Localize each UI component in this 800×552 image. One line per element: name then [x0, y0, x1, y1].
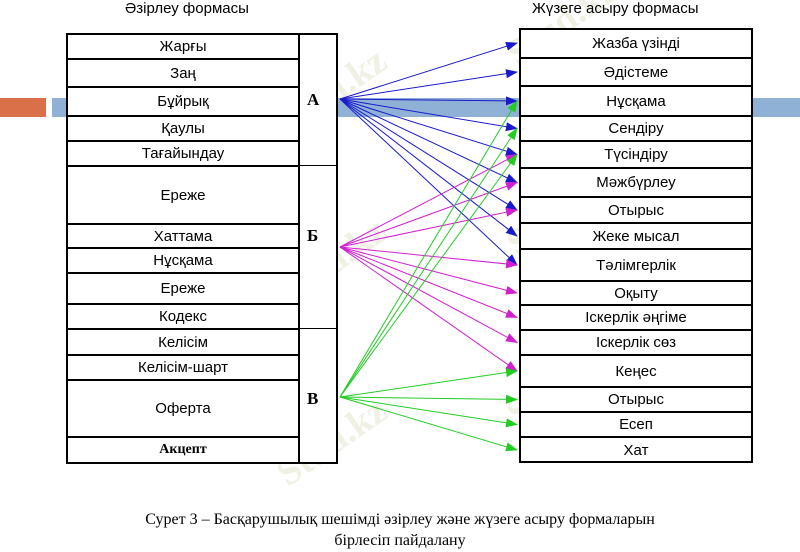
orange-band	[0, 98, 46, 117]
row-divider	[519, 354, 753, 356]
right-item: Отырыс	[608, 201, 664, 219]
row-divider	[519, 329, 753, 331]
group-label-b: Б	[307, 226, 319, 245]
row-divider	[519, 222, 753, 224]
arrow-group-1-to-12	[339, 246, 518, 372]
right-item: Жазба үзінді	[592, 34, 680, 52]
figure-caption-line-1: Сурет 3 – Басқарушылық шешімді әзірлеу ж…	[145, 511, 655, 528]
row-divider	[66, 328, 300, 330]
right-item: Кеңес	[615, 362, 657, 380]
row-divider	[66, 140, 300, 142]
row-divider	[519, 196, 753, 198]
arrow-group-2-to-3	[339, 127, 518, 398]
arrow-group-1-to-6	[339, 207, 518, 248]
row-divider	[519, 411, 753, 413]
left-item: Кодекс	[158, 308, 208, 325]
arrow-group-0-to-5	[339, 98, 518, 183]
left-item: Бұйрық	[157, 93, 209, 110]
row-divider	[66, 223, 300, 225]
row-divider	[66, 86, 300, 88]
right-item: Әдістеме	[603, 63, 669, 81]
arrow-group-2-to-4	[339, 153, 518, 398]
arrow-group-1-to-4	[339, 154, 518, 248]
left-item: Акцепт	[159, 442, 207, 457]
arrow-group-0-to-0	[339, 42, 518, 100]
left-item: Тағайындау	[141, 145, 225, 162]
row-divider	[519, 436, 753, 438]
right-item: Есеп	[619, 416, 653, 433]
row-divider	[66, 272, 300, 274]
row-divider	[519, 386, 753, 388]
row-divider	[519, 167, 753, 169]
arrow-group-1-to-11	[339, 246, 518, 343]
right-item: Отырыс	[608, 391, 664, 408]
arrow-group-1-to-9	[339, 246, 518, 295]
row-divider	[519, 248, 753, 250]
right-item: Тәлімгерлік	[596, 256, 676, 274]
arrow-group-2-to-14	[339, 396, 518, 428]
arrow-group-1-to-5	[339, 182, 518, 248]
row-divider	[66, 115, 300, 117]
right-item: Жеке мысал	[592, 227, 680, 245]
left-item: Қаулы	[161, 120, 205, 137]
arrow-group-0-to-1	[339, 69, 518, 100]
row-divider	[66, 354, 300, 356]
arrow-group-1-to-10	[339, 246, 518, 318]
row-divider	[519, 115, 753, 117]
arrow-group-2-to-15	[339, 396, 518, 452]
figure-caption-line-2: бірлесіп пайдалану	[334, 532, 466, 549]
left-item: Келісім-шарт	[137, 359, 229, 376]
group-divider	[298, 165, 338, 166]
row-divider	[66, 58, 300, 60]
arrow-group-0-to-6	[339, 98, 518, 211]
left-column-header: Әзірлеу формасы	[125, 0, 249, 17]
right-item: Сендіру	[608, 120, 664, 137]
left-item: Ереже	[160, 280, 206, 297]
left-item: Заң	[170, 64, 196, 82]
arrow-group-2-to-12	[339, 368, 518, 398]
arrow-group-0-to-7	[339, 98, 518, 237]
row-divider	[66, 247, 300, 249]
arrow-group-0-to-8	[339, 98, 518, 266]
row-divider	[519, 280, 753, 282]
right-item: Іскерлік әңгіме	[585, 309, 687, 326]
row-divider	[519, 57, 753, 59]
row-divider	[519, 140, 753, 142]
group-label-c: В	[307, 389, 319, 408]
left-item: Жарғы	[159, 37, 207, 55]
group-divider	[298, 328, 338, 329]
left-last-box	[66, 436, 300, 464]
row-divider	[66, 303, 300, 305]
arrow-group-0-to-2	[339, 96, 518, 106]
row-divider	[519, 85, 753, 87]
arrow-group-2-to-2	[339, 100, 518, 398]
group-column-box	[298, 33, 338, 464]
right-item: Оқыту	[614, 284, 658, 302]
right-column-header: Жүзеге асыру формасы	[532, 0, 699, 17]
row-divider	[66, 379, 300, 381]
arrow-group-1-to-8	[339, 246, 518, 269]
group-label-a: А	[307, 90, 320, 109]
right-item: Хат	[623, 441, 649, 459]
left-item: Нұсқама	[153, 252, 213, 269]
left-item: Оферта	[155, 399, 211, 417]
row-divider	[519, 304, 753, 306]
left-item: Келісім	[158, 333, 208, 351]
left-item: Ереже	[160, 186, 206, 204]
right-item: Іскерлік сөз	[595, 334, 677, 351]
left-item: Хаттама	[153, 227, 213, 245]
arrow-group-0-to-4	[339, 98, 518, 156]
arrow-group-2-to-13	[339, 394, 518, 404]
right-item: Мәжбүрлеу	[596, 174, 676, 191]
right-item: Түсіндіру	[604, 146, 668, 163]
right-items-box	[519, 28, 753, 463]
row-divider	[66, 165, 300, 167]
arrow-group-0-to-3	[339, 98, 518, 132]
right-item: Нұсқама	[606, 92, 666, 110]
